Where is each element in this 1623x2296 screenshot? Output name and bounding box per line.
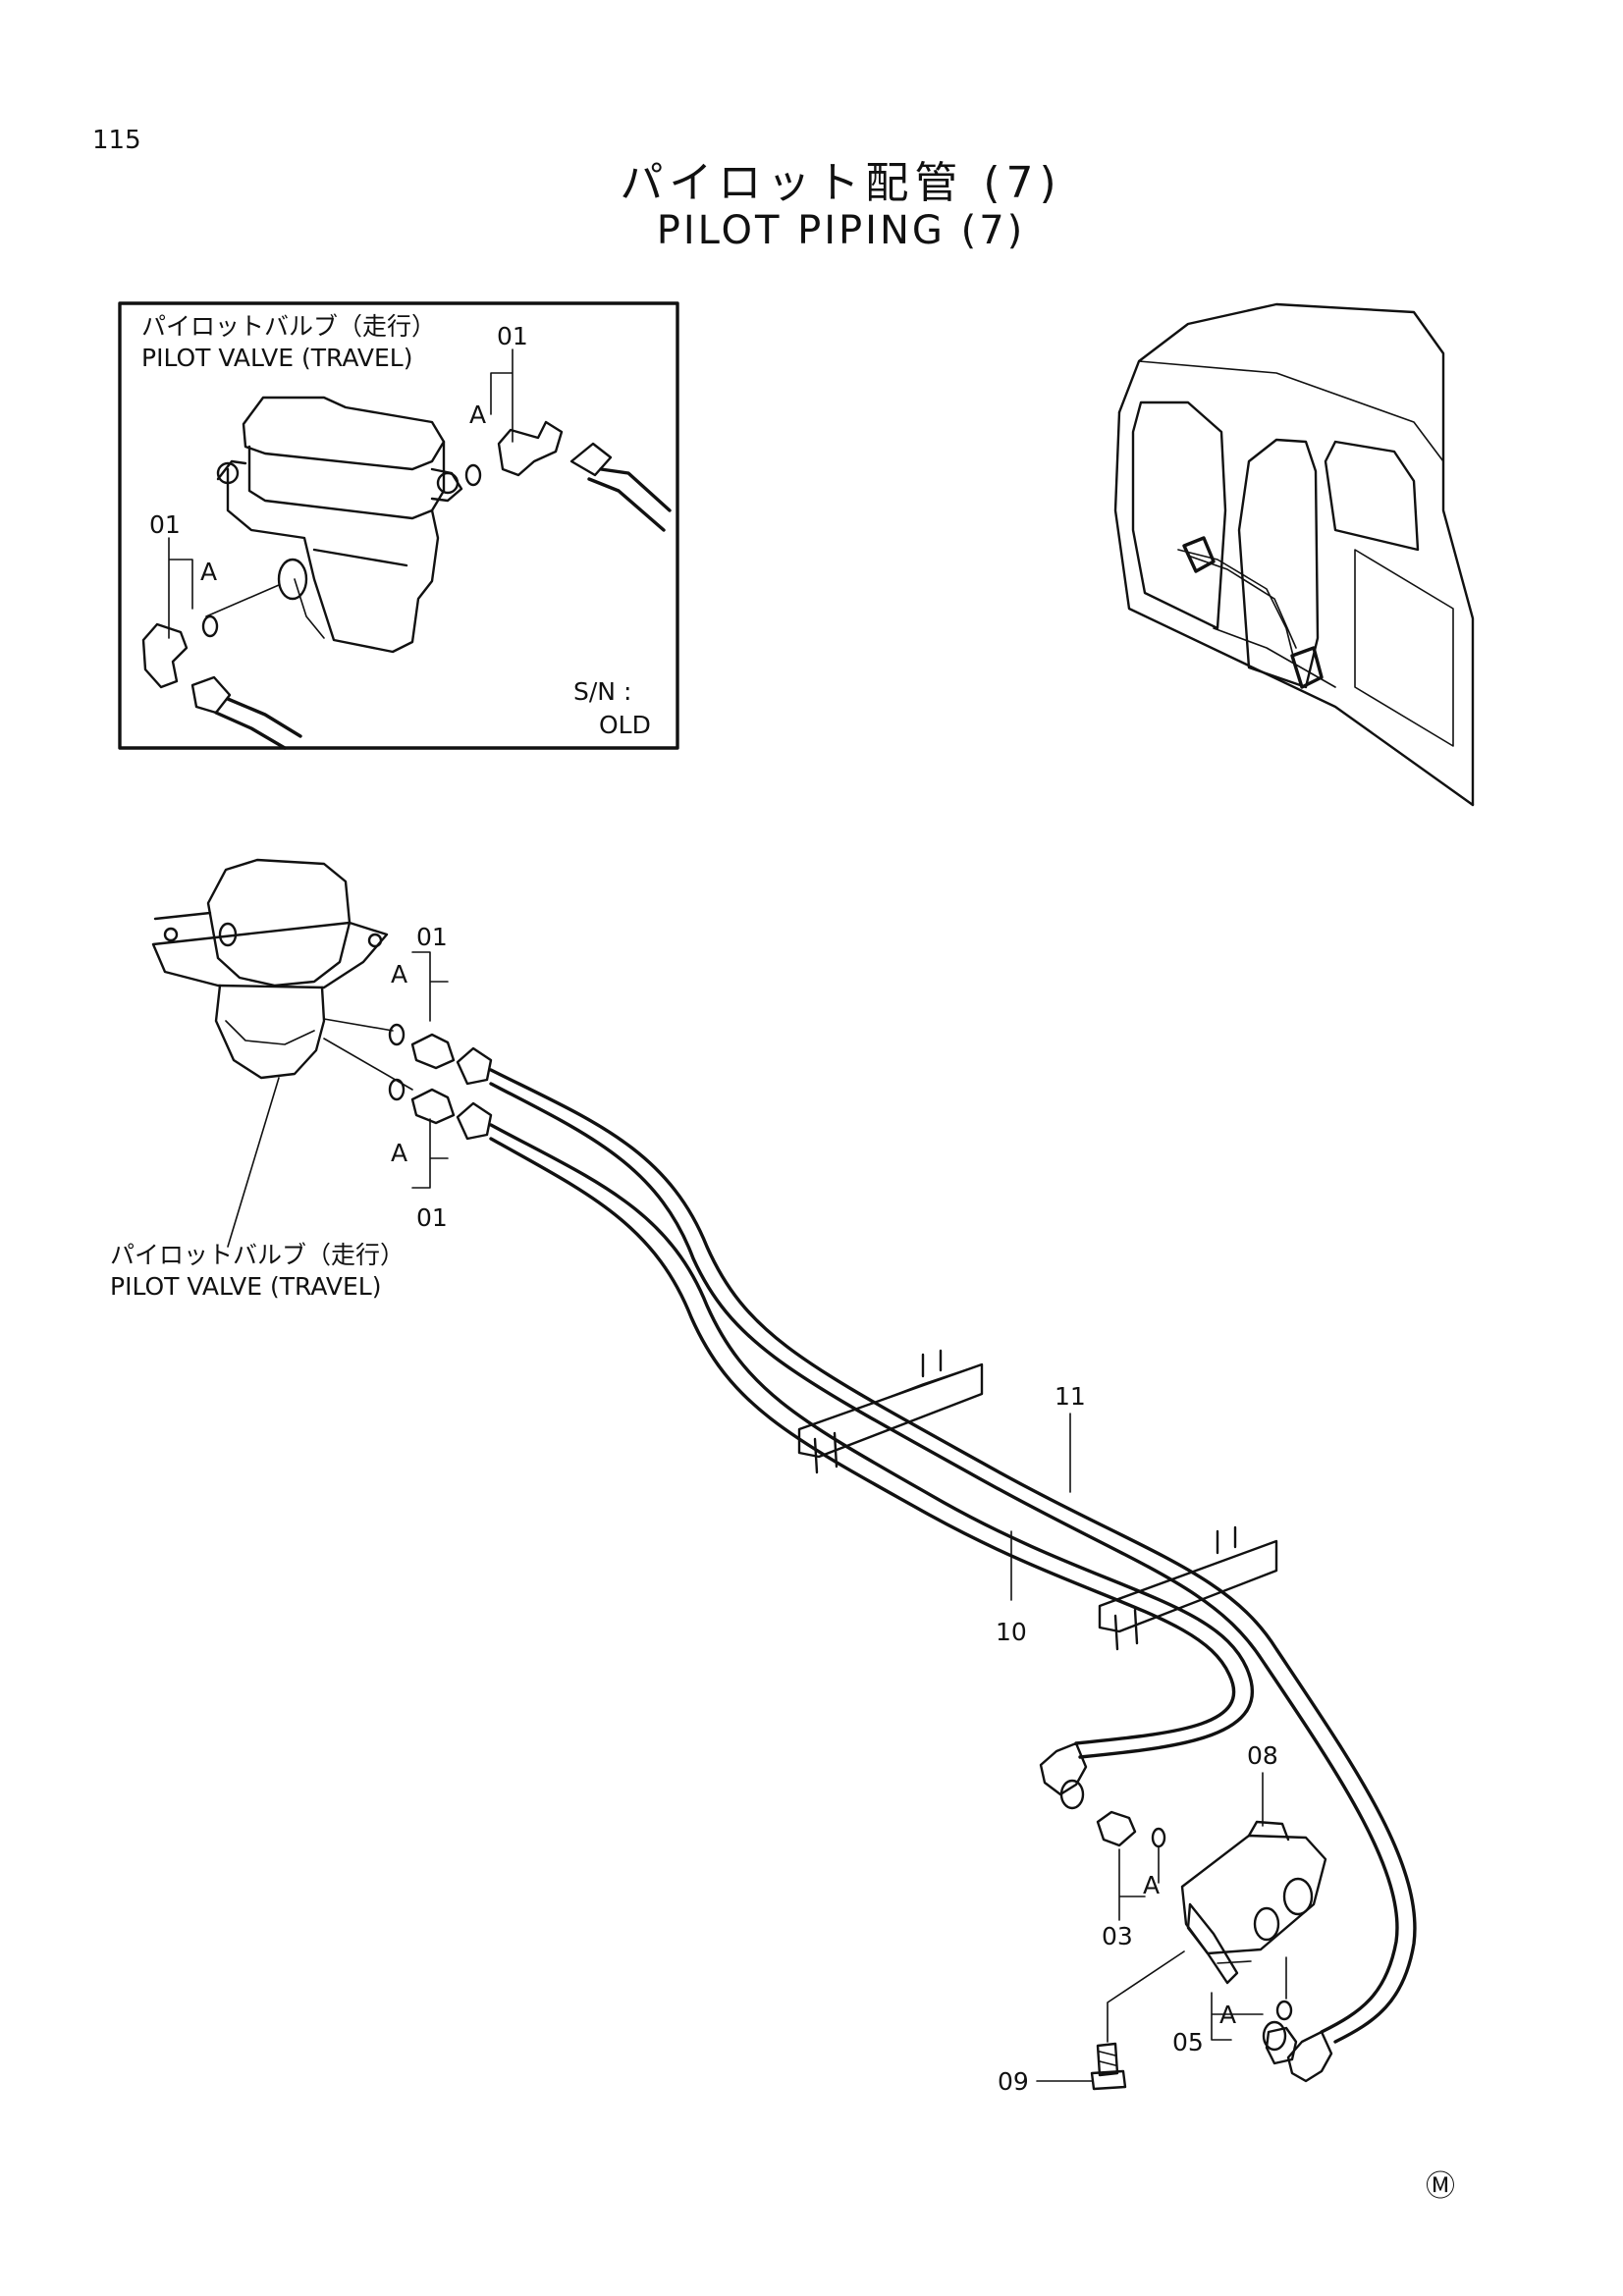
manual-mark-symbol: Ⓜ [1426, 2169, 1455, 2204]
inset-elbow-upper [464, 420, 672, 532]
valve-block-08 [1180, 1820, 1327, 1985]
inset-valve-label-en: PILOT VALVE (TRAVEL) [141, 344, 413, 372]
note-a-upper: A [391, 960, 408, 988]
hose-10-end-elbow [1039, 1741, 1088, 1810]
note-a-05: A [1219, 2001, 1237, 2029]
fitting-03 [1096, 1810, 1166, 1848]
callout-03: 03 [1102, 1922, 1133, 1950]
main-lower-connector [388, 1078, 493, 1141]
inset-valve-label-jp: パイロットバルブ（走行） [141, 312, 437, 341]
hose-11 [489, 1068, 1417, 2044]
callout-bracket-upper-01 [411, 951, 449, 1022]
main-valve-label-en: PILOT VALVE (TRAVEL) [110, 1272, 382, 1301]
leader-05 [1211, 1956, 1287, 2041]
note-a-lower: A [391, 1139, 408, 1167]
cab-illustration [1113, 302, 1475, 807]
inset-callout-01-left: 01 [149, 510, 181, 539]
hose-11-end-elbow [1262, 2020, 1333, 2083]
inset-elbow-lower [141, 614, 302, 750]
inset-frame [118, 301, 679, 750]
callout-01-lower: 01 [416, 1203, 448, 1232]
inset-callout-01-top: 01 [497, 322, 528, 350]
inset-callout-bracket-top [490, 348, 514, 443]
main-valve-label-jp: パイロットバルブ（走行） [110, 1241, 406, 1269]
note-a-03: A [1143, 1871, 1161, 1899]
page-title-english: PILOT PIPING (7) [656, 208, 1026, 253]
callout-05: 05 [1172, 2028, 1204, 2056]
bolt-09 [1090, 2042, 1127, 2091]
inset-serial-label: S/N : [573, 677, 632, 706]
callout-01-upper: 01 [416, 923, 448, 951]
inset-pilot-valve [205, 396, 463, 654]
page-title-japanese: パイロット配管 (7) [620, 158, 1062, 208]
fitting-05 [1265, 2000, 1298, 2065]
clamp-bracket-upper [797, 1349, 984, 1474]
callout-08: 08 [1247, 1741, 1278, 1770]
leader-03 [1118, 1846, 1160, 1921]
callout-bracket-lower-01 [411, 1118, 449, 1189]
inset-panel [118, 301, 679, 750]
leader-09 [1036, 1950, 1185, 2082]
main-pilot-valve [151, 858, 413, 1248]
hose-10 [489, 1123, 1255, 1759]
callout-09: 09 [998, 2067, 1029, 2096]
inset-callout-bracket-left [168, 537, 193, 639]
inset-note-a-top: A [469, 400, 487, 429]
clamp-bracket-lower [1098, 1525, 1278, 1651]
main-upper-connector [388, 1023, 493, 1086]
page-number: 115 [92, 126, 141, 155]
callout-10: 10 [996, 1618, 1027, 1646]
callout-11: 11 [1055, 1382, 1086, 1411]
inset-serial-value: OLD [599, 711, 651, 739]
inset-note-a-left: A [200, 558, 218, 586]
